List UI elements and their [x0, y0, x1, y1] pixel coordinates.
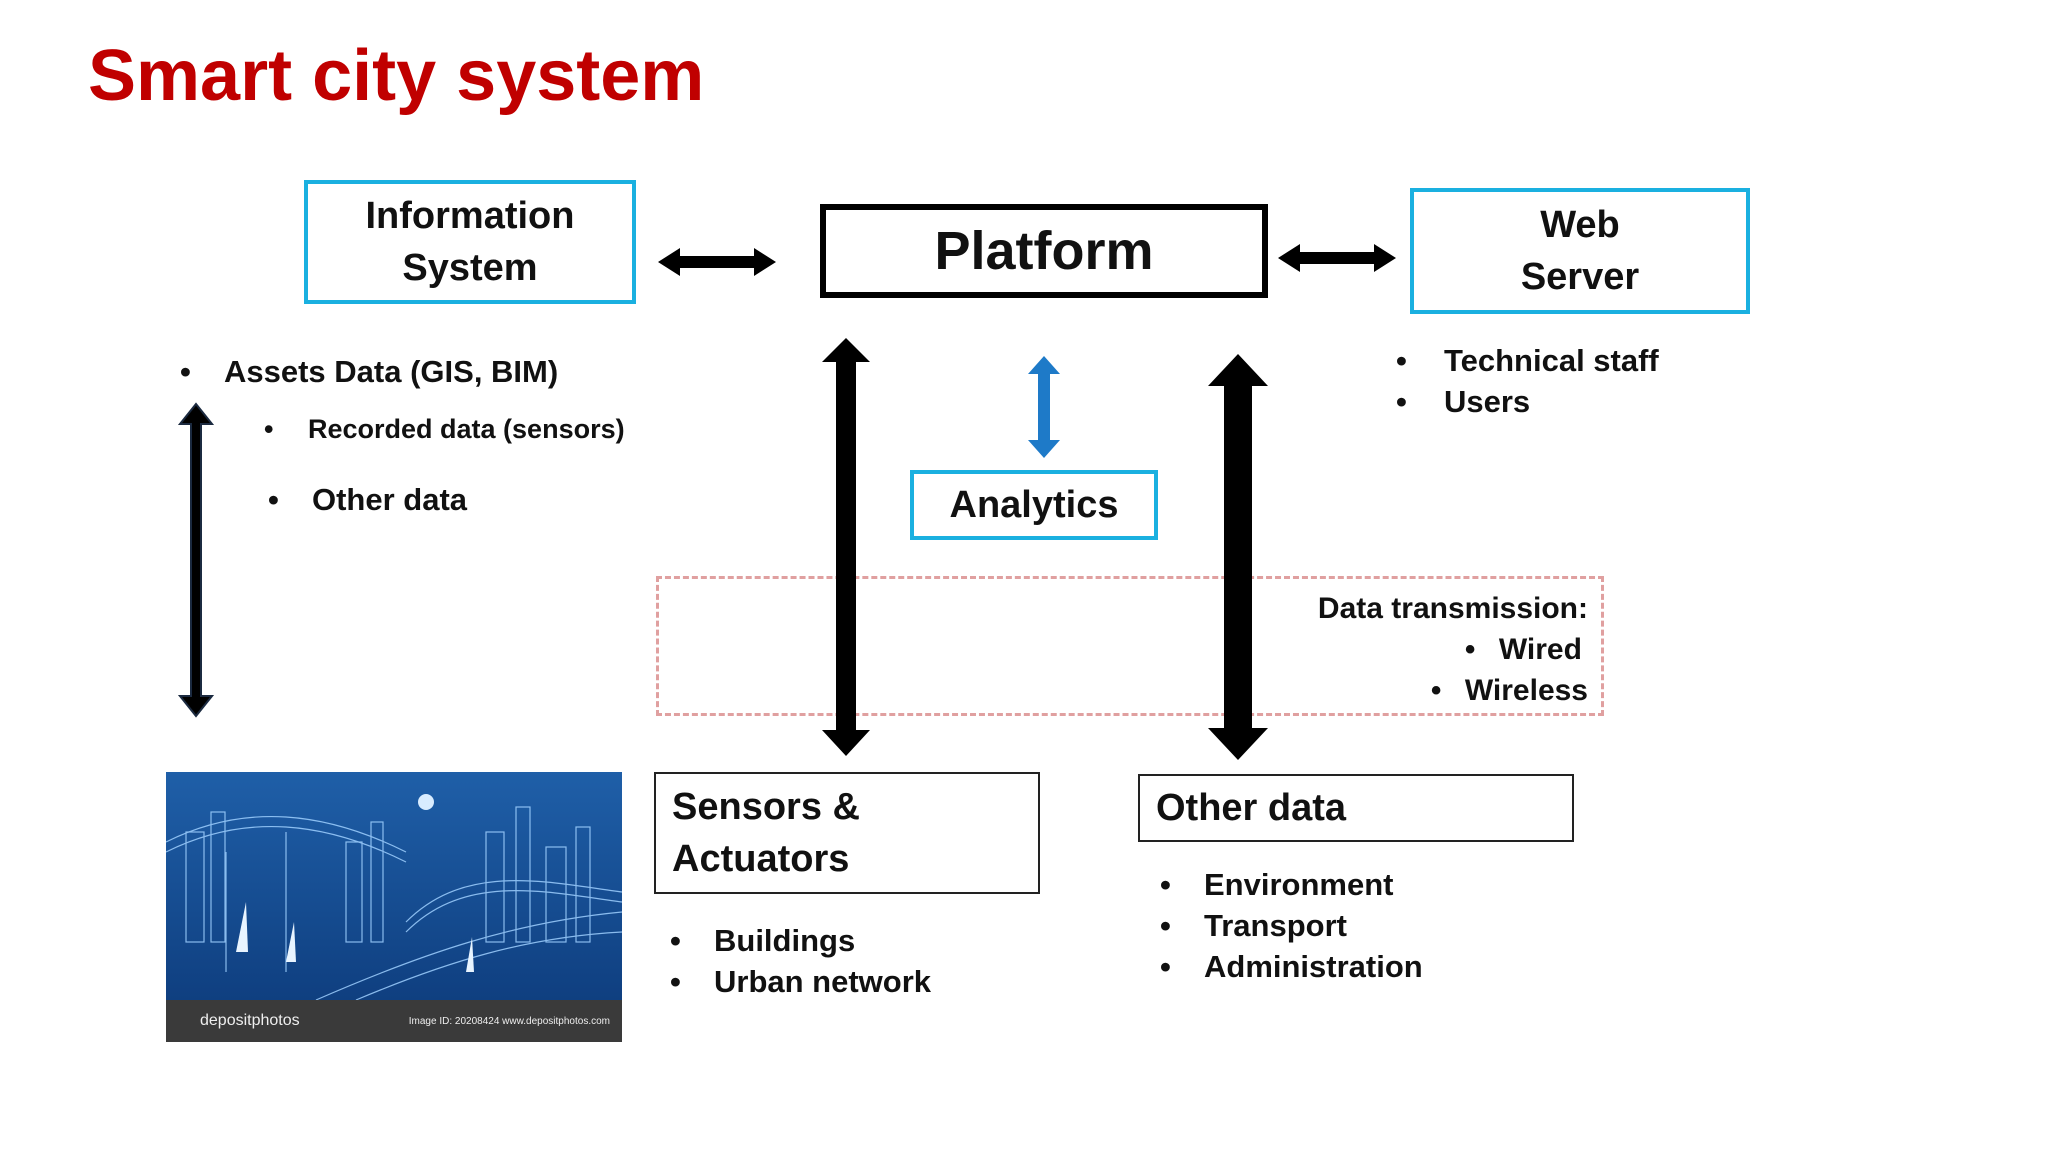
double-arrow-analytics-platform	[1028, 356, 1060, 458]
analytics-box: Analytics	[910, 470, 1158, 540]
double-arrow-otherdata-platform	[1208, 354, 1268, 760]
list-item: Wired	[1465, 629, 1588, 670]
analytics-label: Analytics	[949, 483, 1119, 526]
platform-box: Platform	[820, 204, 1268, 298]
double-arrow-info-platform	[658, 248, 776, 276]
information-system-line-2: System	[402, 247, 538, 289]
list-item: Assets Data (GIS, BIM)	[180, 354, 558, 390]
photo-watermark-bar: depositphotos Image ID: 20208424 www.dep…	[166, 1000, 622, 1042]
data-transmission-list: Wired Wireless	[1431, 629, 1588, 711]
sensors-list: Buildings Urban network	[670, 920, 931, 1002]
web-server-line-2: Server	[1520, 256, 1640, 298]
platform-label: Platform	[934, 221, 1154, 281]
data-transmission-zone	[656, 576, 1604, 716]
left-data-list-2: Recorded data (sensors)	[264, 414, 625, 445]
smart-city-illustration: depositphotos Image ID: 20208424 www.dep…	[166, 772, 622, 1042]
list-item: Administration	[1160, 946, 1423, 987]
information-system-line-1: Information	[365, 195, 575, 237]
sensors-actuators-line-2: Actuators	[672, 838, 850, 880]
web-server-box: Web Server	[1410, 188, 1750, 314]
list-item: Recorded data (sensors)	[264, 414, 625, 445]
data-transmission-heading: Data transmission:	[1317, 592, 1588, 625]
list-item: Buildings	[670, 920, 931, 961]
left-data-list-3: Other data	[268, 482, 467, 518]
other-data-label: Other data	[1156, 786, 1347, 829]
list-item: Urban network	[670, 961, 931, 1002]
photo-watermark: depositphotos	[200, 1012, 300, 1029]
list-item: Transport	[1160, 905, 1423, 946]
web-server-list: Technical staff Users	[1396, 340, 1659, 422]
other-data-list: Environment Transport Administration	[1160, 864, 1423, 987]
photo-caption: Image ID: 20208424 www.depositphotos.com	[408, 1015, 610, 1027]
other-data-box: Other data	[1138, 774, 1574, 842]
list-item: Wireless	[1431, 670, 1588, 711]
list-item: Users	[1396, 381, 1659, 422]
sensors-actuators-box: Sensors & Actuators	[654, 772, 1040, 894]
list-item: Technical staff	[1396, 340, 1659, 381]
double-arrow-left-data	[177, 402, 215, 718]
list-item: Environment	[1160, 864, 1423, 905]
list-item: Other data	[268, 482, 467, 518]
web-server-line-1: Web	[1540, 204, 1620, 246]
double-arrow-platform-web	[1278, 244, 1396, 272]
page-title: Smart city system	[88, 36, 705, 116]
information-system-box: Information System	[304, 180, 636, 304]
double-arrow-sensors-platform	[822, 338, 870, 756]
sensors-actuators-line-1: Sensors &	[672, 786, 860, 828]
data-transmission-text: Data transmission: Wired Wireless	[1318, 588, 1588, 711]
left-data-list: Assets Data (GIS, BIM)	[180, 354, 558, 390]
